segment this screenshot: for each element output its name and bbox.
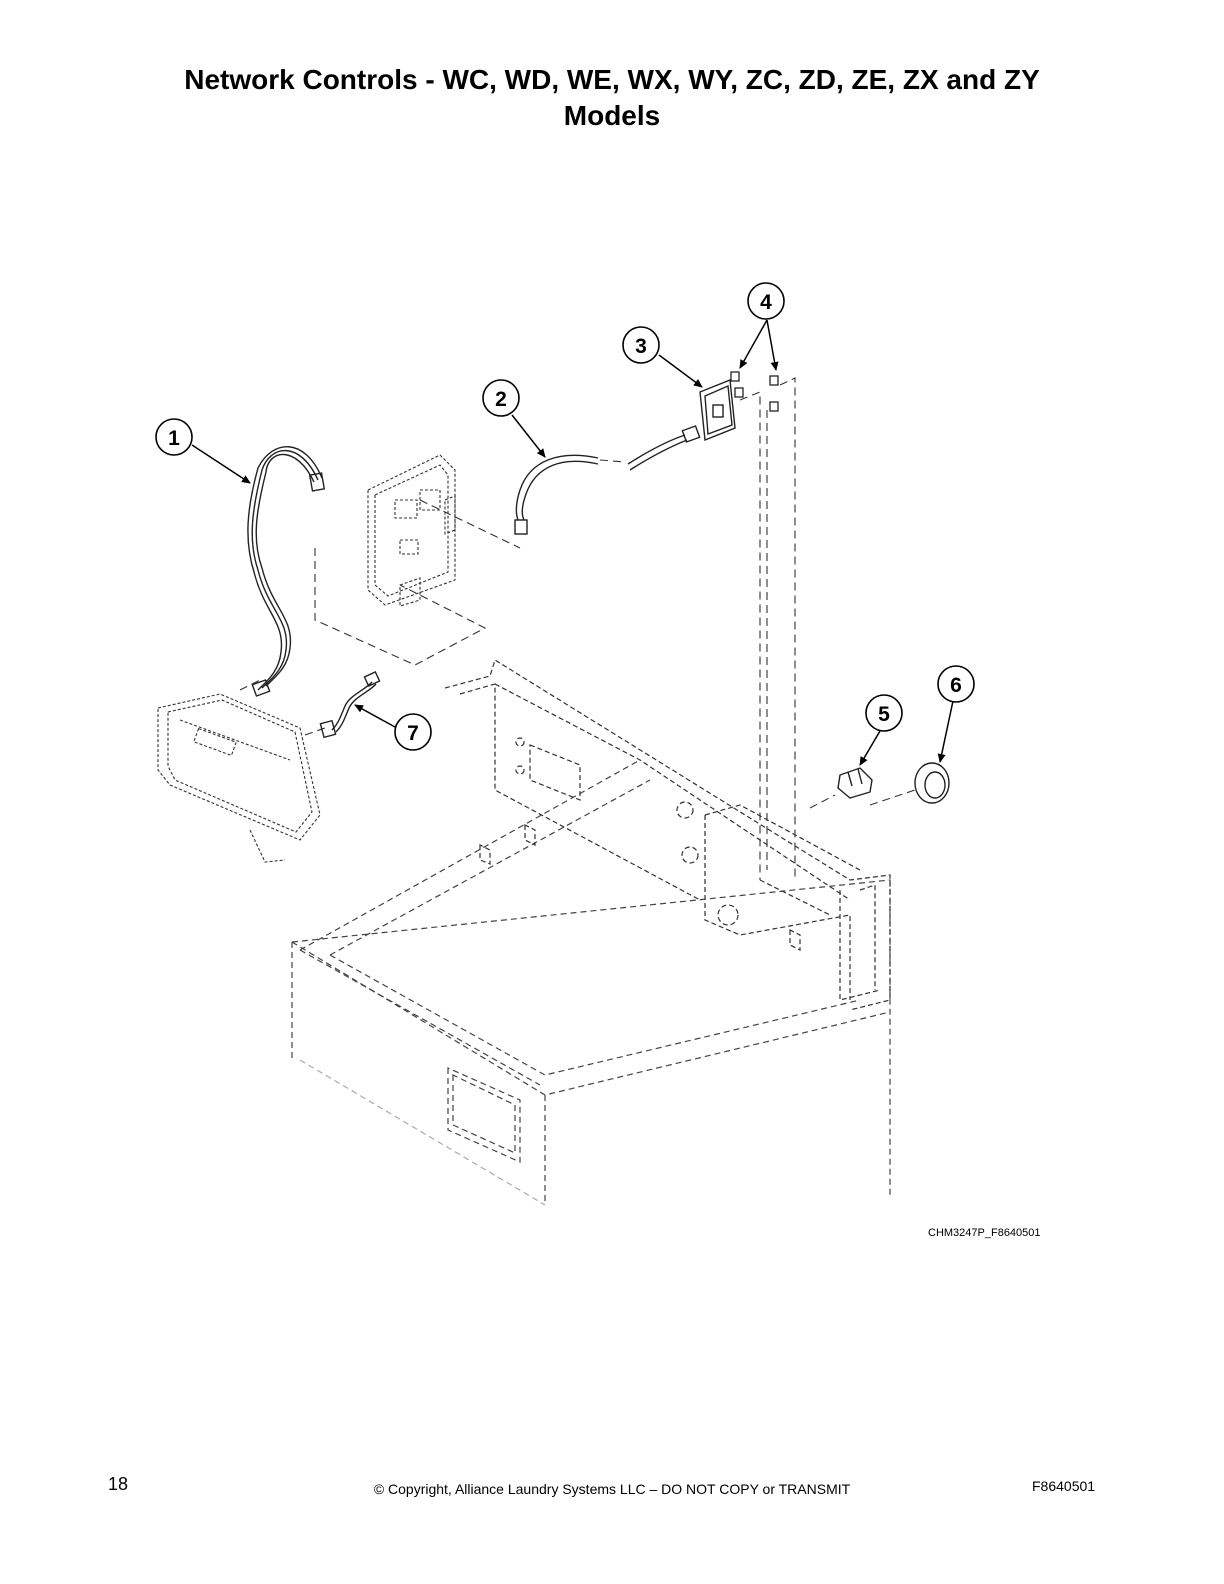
callout-1: 1 (155, 418, 193, 456)
callout-5: 5 (865, 694, 903, 732)
page-number: 18 (108, 1474, 129, 1494)
document-code: F8640501 (1032, 1478, 1096, 1494)
control-board-part (367, 454, 456, 607)
callout-2: 2 (482, 379, 520, 417)
grommet-part (914, 762, 950, 804)
adapter-harness-part (319, 671, 381, 739)
control-panel-bracket (444, 659, 891, 1011)
callout-6-label: 6 (950, 674, 962, 697)
callout-5-label: 5 (878, 703, 890, 726)
network-board-part (699, 379, 736, 441)
keypad-board-part (157, 693, 321, 863)
callout-4: 4 (747, 282, 785, 320)
network-cable-part (514, 425, 701, 535)
mounting-guides (239, 377, 916, 880)
callout-3-label: 3 (635, 335, 647, 358)
callout-4-label: 4 (760, 291, 772, 314)
callout-6: 6 (937, 665, 975, 703)
callout-7-label: 7 (407, 722, 419, 745)
title-line-1: Network Controls - WC, WD, WE, WX, WY, Z… (184, 64, 1040, 95)
copyright-notice: © Copyright, Alliance Laundry Systems LL… (373, 1481, 851, 1497)
figure-id: CHM3247P_F8640501 (928, 1227, 1041, 1239)
page-title: Network Controls - WC, WD, WE, WX, WY, Z… (0, 62, 1224, 134)
cable-clip-part (837, 767, 873, 799)
title-line-2: Models (563, 100, 661, 131)
cabinet-outline (291, 759, 891, 1206)
callout-leaders (191, 319, 954, 766)
wiring-harness-part (247, 446, 326, 697)
callout-1-label: 1 (168, 427, 180, 450)
standoff-parts (730, 371, 779, 412)
callout-2-label: 2 (495, 388, 507, 411)
callout-7: 7 (394, 713, 432, 751)
callout-3: 3 (622, 326, 660, 364)
